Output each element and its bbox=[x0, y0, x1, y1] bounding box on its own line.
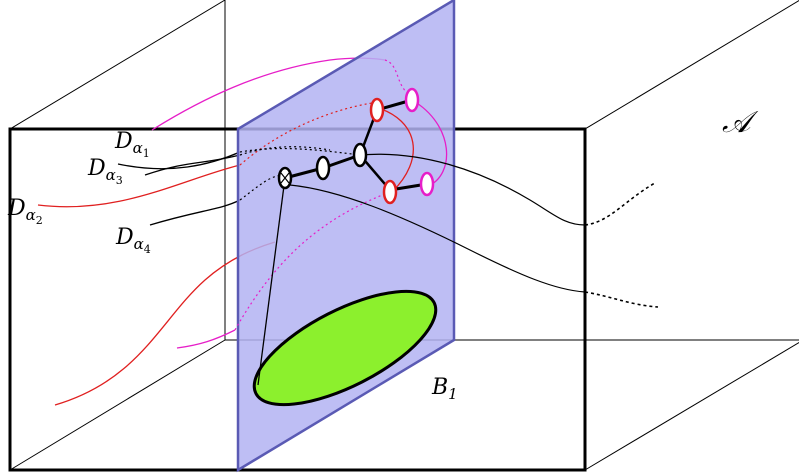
curve-d2-upper bbox=[37, 164, 241, 208]
node-magenta-top bbox=[404, 87, 420, 113]
curve-d3 bbox=[144, 154, 241, 176]
disk-label: B1 bbox=[431, 375, 458, 403]
curve-d1-black bbox=[117, 151, 241, 170]
node-red-bottom bbox=[382, 179, 398, 205]
curve-exit-upper bbox=[359, 153, 586, 226]
curve-exit-lower bbox=[289, 184, 586, 293]
red-loop bbox=[374, 106, 414, 193]
disk-b1 bbox=[252, 289, 438, 407]
label-d-alpha-4: Dα4 bbox=[115, 225, 151, 256]
curve-magenta-lower bbox=[176, 329, 236, 349]
region-label: 𝒜 bbox=[722, 105, 759, 140]
node-2 bbox=[315, 155, 331, 181]
label-d-alpha-1: Dα1 bbox=[114, 129, 150, 160]
node-cross-mark bbox=[280, 172, 290, 184]
node-red-top bbox=[369, 97, 385, 123]
label-d-alpha-2: Dα2 bbox=[7, 196, 43, 227]
curves-on-plane bbox=[234, 59, 659, 331]
label-d-alpha-3: Dα3 bbox=[87, 156, 123, 187]
magenta-loop bbox=[411, 99, 448, 187]
node-3 bbox=[352, 142, 368, 168]
node-magenta-bottom bbox=[419, 171, 435, 197]
curve-d4 bbox=[149, 199, 241, 226]
tree-nodes bbox=[277, 87, 435, 205]
